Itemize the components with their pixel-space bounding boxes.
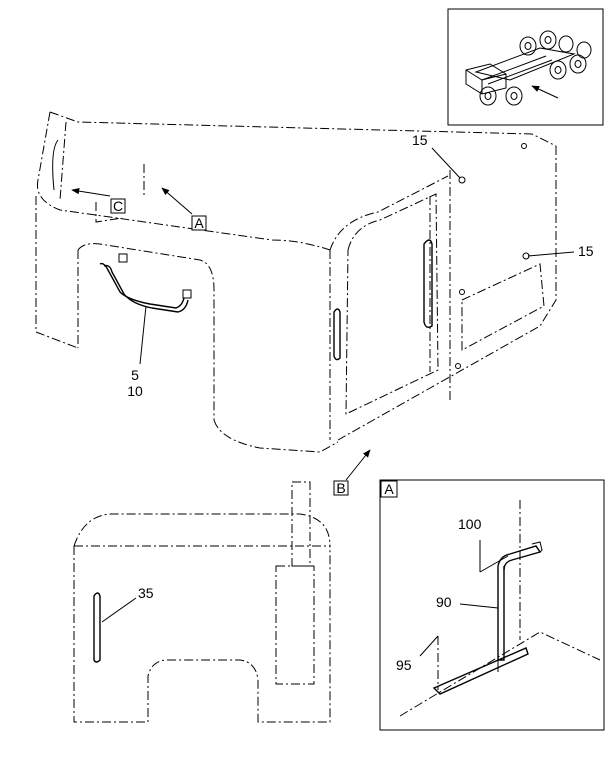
callout-10: 10 (127, 383, 143, 399)
callout-100: 100 (458, 516, 482, 532)
callout-90-leader (459, 603, 499, 609)
callout-35: 35 (138, 585, 154, 601)
callout-15-right: 15 (578, 243, 594, 259)
locator-arrow (531, 85, 559, 99)
view-a-box (191, 215, 207, 231)
callout-15-top: 15 (412, 132, 428, 148)
callout-5-leader (139, 305, 147, 365)
callout-90: 90 (436, 594, 452, 610)
view-c-label: C (113, 198, 123, 214)
view-c-box (110, 198, 126, 214)
view-b-label: B (336, 480, 345, 496)
view-a-label: A (194, 215, 204, 231)
mounting-hole-upper (458, 176, 466, 184)
vehicle-locator-inset (447, 8, 604, 126)
callout-15-right-leader (527, 251, 575, 257)
callout-100-leader-b (479, 555, 509, 573)
grab-handle-rear (93, 592, 101, 663)
callout-5: 5 (131, 367, 139, 383)
view-c-arrow (71, 187, 111, 197)
detail-a-view: A (379, 479, 605, 731)
rear-panel-view (73, 481, 331, 723)
door-grab-handle (333, 239, 433, 361)
callout-15-top-leader (431, 147, 461, 179)
detail-a-label: A (384, 481, 394, 497)
vehicle-locator-icon (465, 30, 592, 106)
grab-handle-left (99, 253, 192, 313)
callout-35-leader (101, 597, 137, 623)
cab-main-view (35, 111, 557, 453)
callout-95: 95 (396, 657, 412, 673)
view-b-arrow (345, 449, 371, 481)
view-a-arrow (161, 187, 193, 215)
callout-95-leader-a (419, 635, 439, 657)
view-b-box (333, 480, 349, 496)
